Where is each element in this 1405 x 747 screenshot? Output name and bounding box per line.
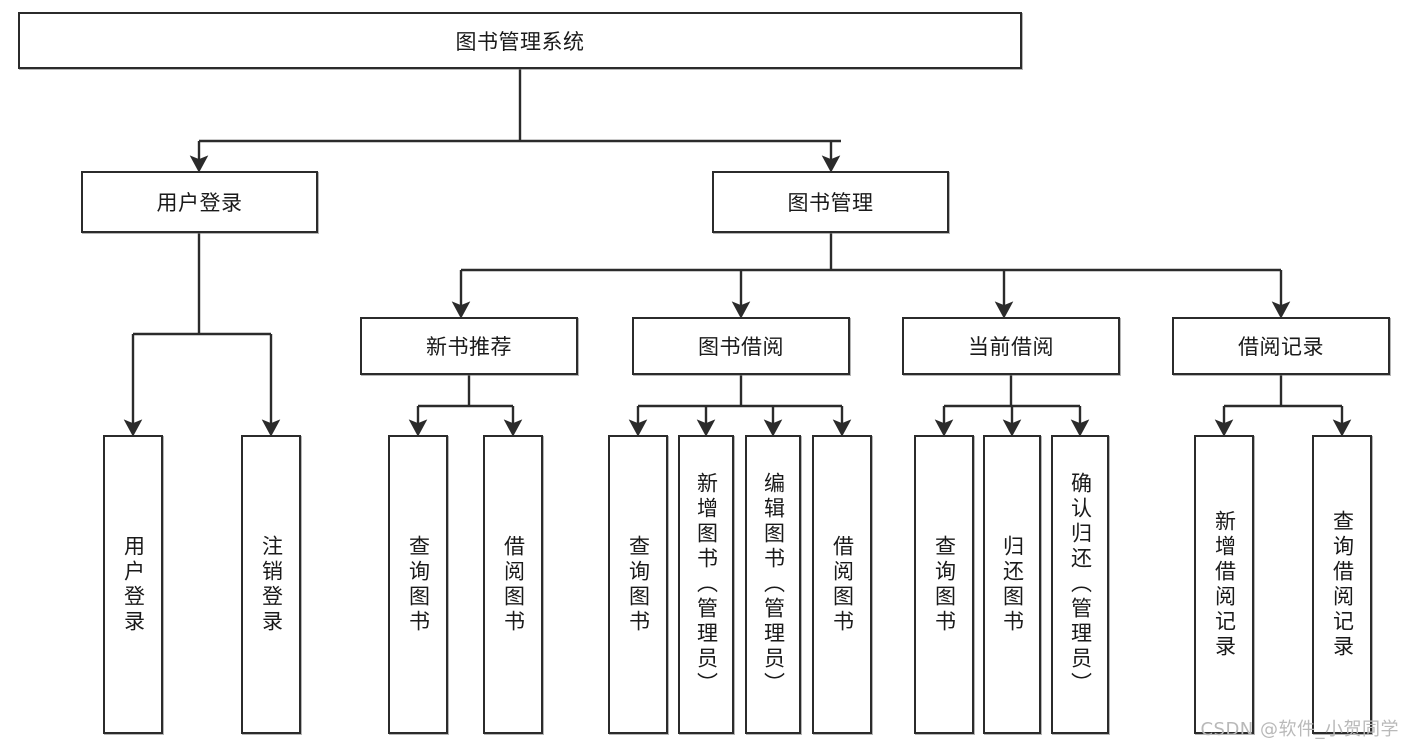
node-leaf-edit-book[interactable]: 编辑图书（管理员） [745, 435, 801, 734]
node-leaf-query-book-1-label: 查询图书 [406, 534, 431, 635]
node-leaf-add-record[interactable]: 新增借阅记录 [1194, 435, 1254, 734]
node-user-login[interactable]: 用户登录 [81, 171, 318, 233]
node-leaf-borrow-book-1[interactable]: 借阅图书 [483, 435, 543, 734]
node-leaf-confirm-return-label: 确认归还（管理员） [1068, 472, 1093, 697]
node-borrow-record[interactable]: 借阅记录 [1172, 317, 1390, 375]
node-new-book-rec-label: 新书推荐 [426, 335, 512, 359]
node-current-borrow[interactable]: 当前借阅 [902, 317, 1120, 375]
node-leaf-add-book[interactable]: 新增图书（管理员） [678, 435, 734, 734]
watermark-text: CSDN @软件_小贺同学 [1200, 719, 1399, 740]
node-leaf-query-book-3[interactable]: 查询图书 [914, 435, 974, 734]
node-leaf-query-book-3-label: 查询图书 [932, 534, 957, 635]
node-leaf-user-login[interactable]: 用户登录 [103, 435, 163, 734]
node-leaf-borrow-book-2[interactable]: 借阅图书 [812, 435, 872, 734]
node-leaf-add-record-label: 新增借阅记录 [1212, 509, 1237, 660]
node-leaf-query-book-2-label: 查询图书 [626, 534, 651, 635]
node-leaf-add-book-label: 新增图书（管理员） [694, 472, 719, 697]
node-leaf-edit-book-label: 编辑图书（管理员） [761, 472, 786, 697]
node-root-label: 图书管理系统 [455, 29, 585, 54]
node-leaf-query-record[interactable]: 查询借阅记录 [1312, 435, 1372, 734]
node-leaf-return-book-label: 归还图书 [1000, 534, 1025, 635]
node-leaf-query-record-label: 查询借阅记录 [1330, 509, 1355, 660]
node-leaf-borrow-book-1-label: 借阅图书 [501, 534, 526, 635]
node-user-login-label: 用户登录 [156, 191, 243, 215]
node-leaf-return-book[interactable]: 归还图书 [983, 435, 1041, 734]
node-root[interactable]: 图书管理系统 [18, 12, 1022, 69]
node-leaf-logout-label: 注销登录 [259, 534, 284, 635]
node-book-borrow-label: 图书借阅 [698, 335, 784, 359]
node-book-manage[interactable]: 图书管理 [712, 171, 949, 233]
node-book-borrow[interactable]: 图书借阅 [632, 317, 850, 375]
node-new-book-rec[interactable]: 新书推荐 [360, 317, 578, 375]
node-leaf-confirm-return[interactable]: 确认归还（管理员） [1051, 435, 1109, 734]
node-leaf-query-book-1[interactable]: 查询图书 [388, 435, 448, 734]
node-book-manage-label: 图书管理 [787, 191, 874, 215]
node-leaf-borrow-book-2-label: 借阅图书 [830, 534, 855, 635]
node-leaf-user-login-label: 用户登录 [121, 534, 146, 635]
node-leaf-query-book-2[interactable]: 查询图书 [608, 435, 668, 734]
node-borrow-record-label: 借阅记录 [1238, 335, 1324, 359]
node-leaf-logout[interactable]: 注销登录 [241, 435, 301, 734]
node-current-borrow-label: 当前借阅 [968, 335, 1054, 359]
